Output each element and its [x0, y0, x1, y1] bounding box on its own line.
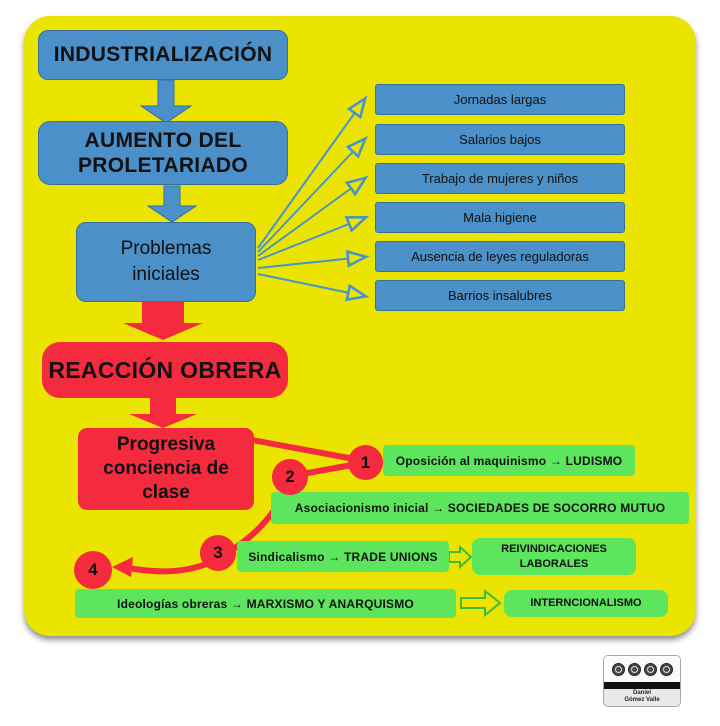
node-progresiva-conciencia: Progresiva conciencia de clase	[78, 428, 254, 510]
cc-license-bar	[604, 682, 680, 689]
problem-item: Barrios insalubres	[375, 280, 625, 311]
step-circle-3: 3	[200, 535, 236, 571]
author-credit: Daniel Gómez Valle	[604, 689, 680, 704]
problem-item: Jornadas largas	[375, 84, 625, 115]
reaction-socorro-mutuo: Asociacionismo inicial → SOCIEDADES DE S…	[271, 492, 689, 524]
problem-item: Salarios bajos	[375, 124, 625, 155]
problem-item: Mala higiene	[375, 202, 625, 233]
cc-icon	[611, 662, 625, 676]
author-line2: Gómez Valle	[624, 696, 660, 703]
node-industrializacion: INDUSTRIALIZACIÓN	[38, 30, 288, 80]
problem-item: Trabajo de mujeres y niños	[375, 163, 625, 194]
result-reivindicaciones: REIVINDICACIONES LABORALES	[472, 538, 636, 575]
result-internacionalismo: INTERNCIONALISMO	[504, 590, 668, 617]
reaction-trade-unions: Sindicalismo → TRADE UNIONS	[237, 541, 449, 572]
node-aumento-proletariado: AUMENTO DEL PROLETARIADO	[38, 121, 288, 185]
step-circle-2: 2	[272, 459, 308, 495]
sa-icon	[659, 662, 673, 676]
cc-icon-row	[604, 656, 680, 682]
creative-commons-badge: Daniel Gómez Valle	[603, 655, 681, 707]
author-line1: Daniel	[632, 689, 651, 696]
reaction-marxismo-anarquismo: Ideologías obreras → MARXISMO Y ANARQUIS…	[75, 589, 456, 618]
problem-item: Ausencia de leyes reguladoras	[375, 241, 625, 272]
reaction-ludismo: Oposición al maquinismo → LUDISMO	[383, 445, 635, 476]
by-icon	[627, 662, 641, 676]
nc-icon	[643, 662, 657, 676]
node-reaccion-obrera: REACCIÓN OBRERA	[42, 342, 288, 398]
node-problemas-iniciales: Problemas iniciales	[76, 222, 256, 302]
step-circle-4: 4	[74, 551, 112, 589]
node-label: Problemas iniciales	[120, 238, 212, 285]
step-circle-1: 1	[348, 445, 383, 480]
